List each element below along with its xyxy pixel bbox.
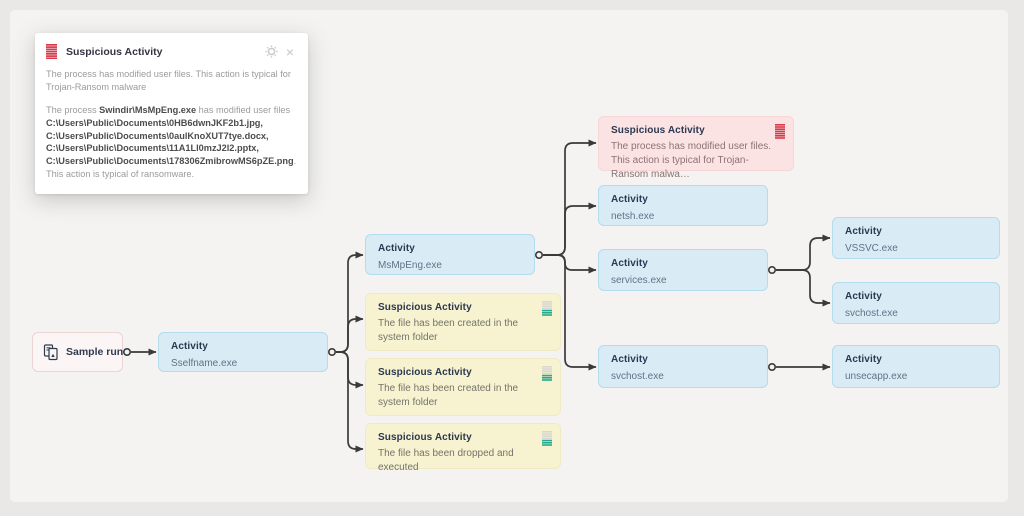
process-node-svchost-right[interactable]: Activity svchost.exe: [832, 282, 1000, 324]
process-node-msmpeng[interactable]: Activity MsMpEng.exe: [365, 234, 535, 275]
node-description: The file has been created in the system …: [378, 318, 519, 343]
node-title: Suspicious Activity: [611, 125, 705, 136]
threat-level-icon: [542, 301, 552, 316]
popup-header: Suspicious Activity ×: [46, 44, 294, 59]
sample-run-node[interactable]: Sample run: [32, 332, 123, 372]
threat-level-icon: [542, 431, 552, 446]
node-title: Activity: [845, 354, 882, 365]
node-process-name: MsMpEng.exe: [378, 260, 442, 271]
node-title: Activity: [845, 291, 882, 302]
sample-run-label: Sample run: [66, 346, 124, 358]
suspicious-node-file-dropped[interactable]: Suspicious Activity The file has been dr…: [365, 423, 561, 473]
threat-level-icon: [542, 366, 552, 381]
process-node-svchost-mid[interactable]: Activity svchost.exe: [598, 345, 768, 388]
node-process-name: VSSVC.exe: [845, 243, 898, 254]
node-title: Suspicious Activity: [378, 367, 472, 378]
details-mid: has modified user files: [196, 105, 291, 116]
node-title: Suspicious Activity: [378, 302, 472, 313]
node-title: Activity: [611, 194, 648, 205]
node-process-name: unsecapp.exe: [845, 371, 908, 382]
popup-details: The process Swindir\MsMpEng.exe has modi…: [46, 104, 297, 180]
node-title: Activity: [611, 354, 648, 365]
node-title: Activity: [845, 226, 882, 237]
popup-summary: The process has modified user files. Thi…: [46, 69, 291, 92]
details-suffix: . This action is typical of ransomware.: [46, 156, 297, 179]
danger-level-icon: [46, 44, 57, 59]
process-node-unsecapp[interactable]: Activity unsecapp.exe: [832, 345, 1000, 388]
suspicious-activity-popup: Suspicious Activity × The process has mo…: [35, 33, 308, 194]
details-process-path: Swindir\MsMpEng.exe: [99, 105, 197, 116]
node-title: Activity: [378, 243, 415, 254]
node-title: Activity: [171, 341, 208, 352]
node-process-name: svchost.exe: [611, 371, 664, 382]
suspicious-node-file-created-2[interactable]: Suspicious Activity The file has been cr…: [365, 358, 561, 416]
process-node-vssvc[interactable]: Activity VSSVC.exe: [832, 217, 1000, 259]
node-title: Suspicious Activity: [378, 432, 472, 443]
node-description: The file has been created in the system …: [378, 383, 519, 408]
node-description: The process has modified user files. Thi…: [611, 141, 772, 180]
close-icon[interactable]: ×: [285, 43, 294, 60]
process-node-sselfname[interactable]: Activity Sselfname.exe: [158, 332, 328, 372]
danger-level-icon: [775, 124, 785, 139]
details-file-paths: C:\Users\Public\Documents\0HB6dwnJKF2b1.…: [46, 118, 294, 167]
popup-title: Suspicious Activity: [66, 45, 163, 58]
details-prefix: The process: [46, 105, 100, 116]
node-process-name: services.exe: [611, 275, 667, 286]
gear-icon[interactable]: [265, 45, 278, 58]
process-node-netsh[interactable]: Activity netsh.exe: [598, 185, 768, 226]
node-process-name: Sselfname.exe: [171, 358, 238, 369]
process-node-services[interactable]: Activity services.exe: [598, 249, 768, 291]
node-process-name: netsh.exe: [611, 211, 655, 222]
suspicious-node-modified-files[interactable]: Suspicious Activity The process has modi…: [598, 116, 794, 180]
suspicious-node-file-created-1[interactable]: Suspicious Activity The file has been cr…: [365, 293, 561, 351]
node-description: The file has been dropped and executed: [378, 448, 514, 473]
sample-files-icon: [43, 343, 59, 361]
node-title: Activity: [611, 258, 648, 269]
node-process-name: svchost.exe: [845, 308, 898, 319]
